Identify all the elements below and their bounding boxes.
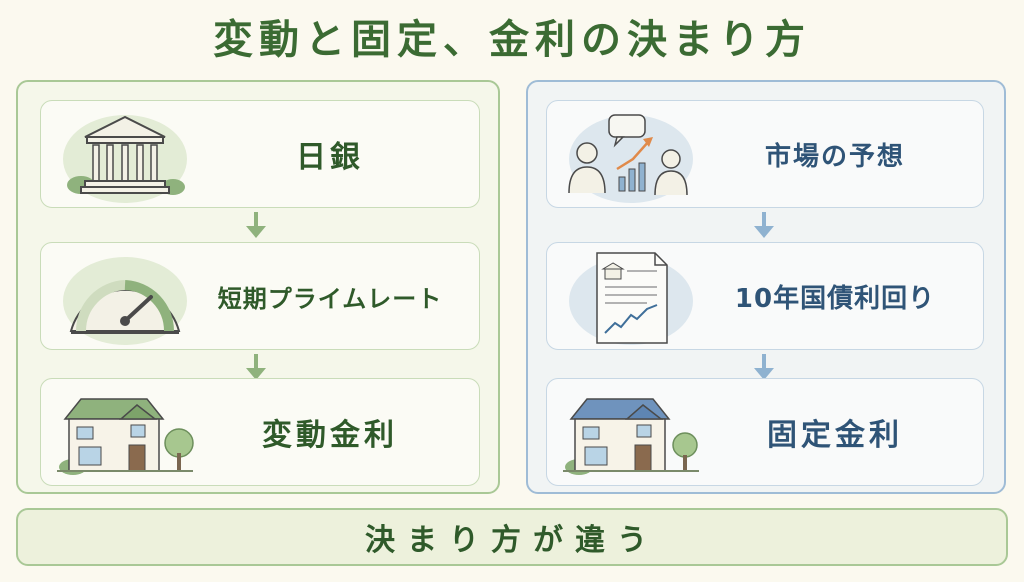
step-card-fixed-rate: 固定金利 xyxy=(546,378,984,486)
step-card-market-expectation: 市場の予想 xyxy=(546,100,984,208)
step-label-boj: 日銀 xyxy=(296,140,364,175)
gauge-icon xyxy=(63,257,187,345)
step-card-jgb-yield: 10年国債利回り xyxy=(546,242,984,350)
house-blue-roof-icon xyxy=(563,398,699,475)
bond-document-icon xyxy=(569,252,693,345)
people-chart-icon xyxy=(568,114,693,203)
house-green-roof-icon xyxy=(57,398,194,475)
step-label-short-prime: 短期プライムレート xyxy=(217,284,443,313)
step-card-short-prime: 短期プライムレート xyxy=(40,242,480,350)
fixed-rate-panel: 市場の予想 10年国債利回り xyxy=(526,80,1006,494)
step-card-boj: 日銀 xyxy=(40,100,480,208)
step-label-variable-rate: 変動金利 xyxy=(262,418,398,453)
step-label-fixed-rate: 固定金利 xyxy=(767,418,903,453)
step-label-market-expectation: 市場の予想 xyxy=(764,141,905,172)
bank-building-icon xyxy=(63,115,187,203)
page-title: 変動と固定、金利の決まり方 xyxy=(213,17,811,63)
arrow-down-icon xyxy=(246,212,266,238)
conclusion-banner: 決まり方が違う xyxy=(16,508,1008,566)
variable-rate-panel: 日銀 短期プライムレート xyxy=(16,80,500,494)
step-label-jgb-yield: 10年国債利回り xyxy=(734,283,936,314)
arrow-down-icon xyxy=(754,354,774,380)
arrow-down-icon xyxy=(246,354,266,380)
step-card-variable-rate: 変動金利 xyxy=(40,378,480,486)
arrow-down-icon xyxy=(754,212,774,238)
